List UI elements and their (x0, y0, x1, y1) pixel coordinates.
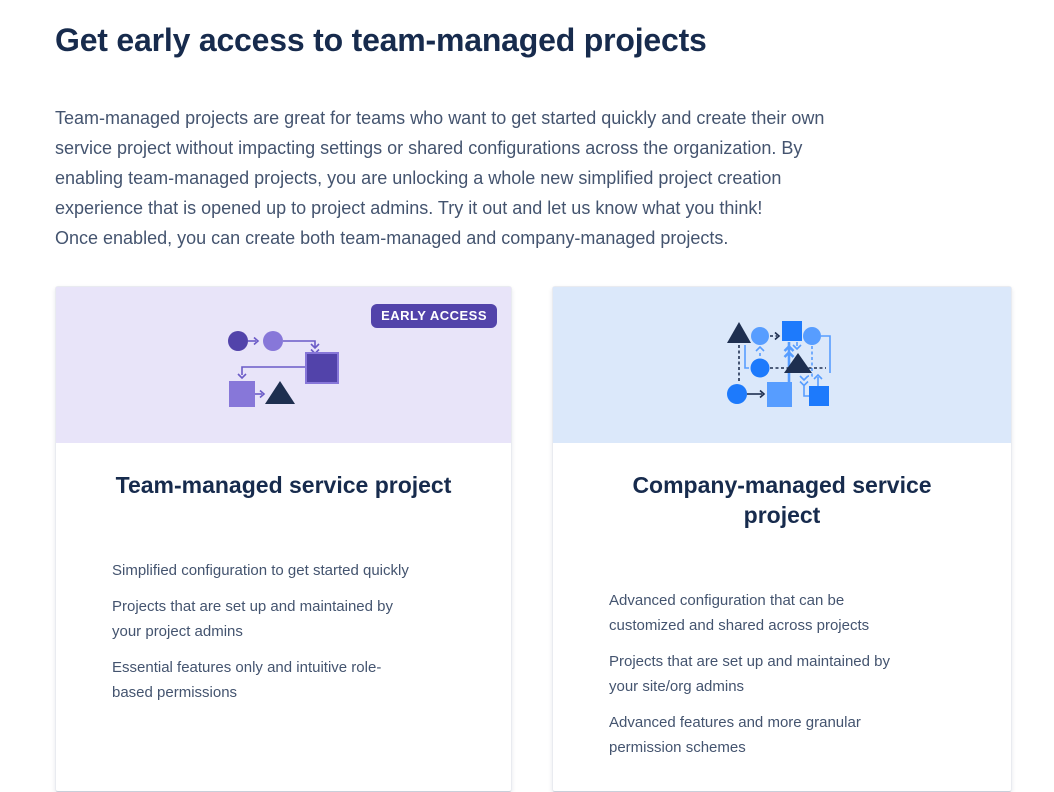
card-team-managed[interactable]: EARLY ACCESS (55, 286, 512, 792)
page-title: Get early access to team-managed project… (55, 22, 707, 58)
company-card-hero (553, 287, 1011, 443)
company-card-body: Company-managed service project Advanced… (553, 443, 1011, 791)
project-type-cards: EARLY ACCESS (55, 286, 1012, 792)
feature-item: Essential features only and intuitive ro… (112, 659, 382, 701)
team-card-features: Simplified configuration to get started … (112, 558, 455, 705)
team-card-body: Team-managed service project Simplified … (56, 443, 511, 791)
company-card-title: Company-managed service project (632, 472, 932, 528)
team-card-title: Team-managed service project (115, 472, 452, 498)
team-card-hero: EARLY ACCESS (56, 287, 511, 443)
early-access-badge: EARLY ACCESS (371, 304, 497, 328)
company-card-features: Advanced configuration that can be custo… (609, 588, 955, 760)
feature-item: Simplified configuration to get started … (112, 562, 409, 579)
purple-workflow-diagram-icon (228, 331, 339, 407)
intro-text: Team-managed projects are great for team… (55, 108, 825, 248)
feature-item: Projects that are set up and maintained … (609, 653, 891, 695)
blue-workflow-diagram-icon (727, 320, 831, 407)
card-company-managed[interactable]: Company-managed service project Advanced… (552, 286, 1012, 792)
feature-item: Advanced features and more granular perm… (609, 714, 861, 756)
feature-item: Advanced configuration that can be custo… (609, 592, 870, 634)
feature-item: Projects that are set up and maintained … (112, 598, 394, 640)
